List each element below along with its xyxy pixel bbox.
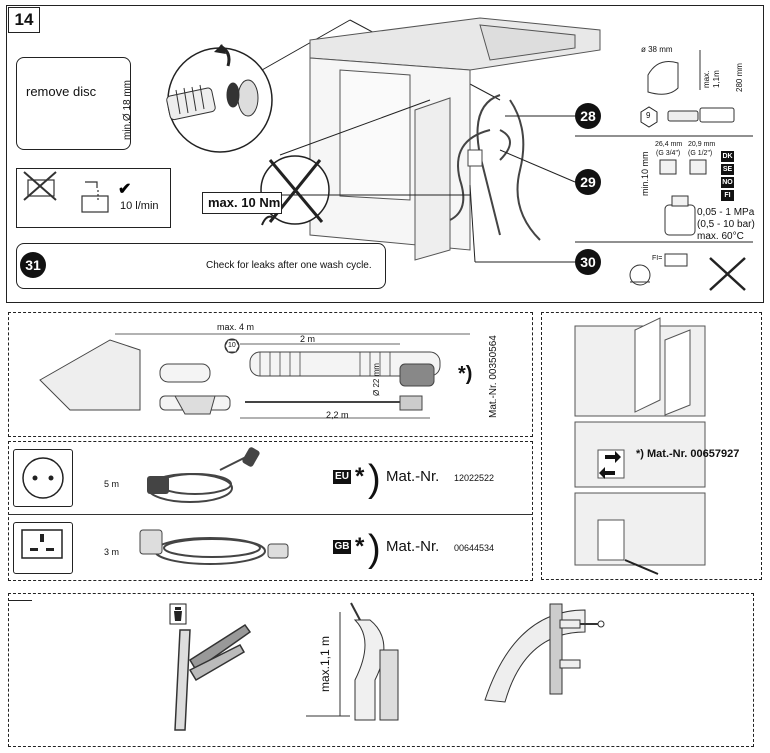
drain-routing-panel: [8, 593, 754, 747]
flow-rate-value: 10 l/min: [120, 200, 159, 212]
len-22m-label: 2,2 m: [326, 410, 349, 420]
country-no: NO: [721, 177, 734, 188]
thread-g34: (G 3/4"): [656, 150, 681, 157]
leak-check-text: Check for leaks after one wash cycle.: [206, 260, 372, 271]
flow-rate-box: [16, 168, 171, 228]
max-torque-label: max. 10 Nm: [208, 195, 281, 210]
installation-step-panel: [6, 5, 764, 303]
gb-socket-icon: [13, 522, 73, 574]
remove-disc-card: [16, 57, 131, 150]
thread-size-2: 20,9 mm: [688, 141, 716, 148]
max-torque-box: [202, 192, 282, 214]
fi-label: FI=: [652, 255, 663, 262]
thread-size-1: 26,4 mm: [655, 141, 683, 148]
country-se: SE: [721, 164, 734, 175]
step-30-marker: 30: [575, 249, 601, 275]
gb-mat-label: Mat.-Nr.: [386, 538, 440, 555]
hex-label: 9: [646, 111, 651, 120]
min-10mm-label: min.10 mm: [640, 151, 650, 196]
drain-max-label: max.: [702, 70, 711, 88]
country-dk: DK: [721, 151, 734, 162]
step-number: 14: [8, 7, 40, 33]
leak-check-box: [16, 243, 386, 289]
max-temperature: max. 60°C: [697, 231, 744, 242]
remove-disc-text: remove disc: [26, 84, 97, 99]
power-cable-panel: [8, 441, 533, 581]
len-2m-label: 2 m: [300, 334, 316, 344]
eu-socket-icon: [13, 449, 73, 507]
eu-mat-number: 12022522: [454, 473, 495, 483]
step-28-marker: 28: [575, 103, 601, 129]
hose-part-10: 10: [228, 342, 236, 349]
drain-280-label: 280 mm: [735, 63, 744, 92]
pressure-mpa: 0,05 - 1 MPa: [697, 207, 755, 218]
gb-paren: ): [368, 528, 381, 570]
hose-mat-nr: Mat.-Nr. 00350564: [488, 335, 499, 418]
corner-marker: [8, 600, 32, 601]
panel-mounting-panel: [541, 312, 762, 580]
eu-paren: ): [368, 458, 381, 500]
gb-cable-length: 3 m: [104, 547, 120, 557]
gb-code-badge: GB: [333, 540, 351, 554]
max-drain-height-label: max.1,1 m: [318, 635, 332, 692]
eu-mat-label: Mat.-Nr.: [386, 468, 440, 485]
panel-divider: [8, 514, 533, 515]
gb-asterisk: *: [355, 533, 365, 560]
country-fi: FI: [721, 190, 734, 201]
eu-code-badge: EU: [333, 470, 351, 484]
step-31-marker: 31: [20, 252, 46, 278]
max-4m-label: max. 4 m: [217, 322, 255, 332]
panel-mat-nr: *) Mat.-Nr. 00657927: [636, 448, 740, 460]
min-diameter-label: min.Ø 18 mm: [122, 79, 133, 140]
eu-cable-length: 5 m: [104, 479, 120, 489]
thread-g12: (G 1/2"): [688, 150, 713, 157]
drain-diameter-label: ø 38 mm: [641, 45, 673, 54]
hose-asterisk: *): [458, 363, 473, 385]
pressure-bar: (0,5 - 10 bar): [697, 219, 755, 230]
eu-asterisk: *: [355, 463, 365, 490]
hose-extension-panel: [8, 312, 533, 437]
drain-height-label: 1,1m: [712, 70, 721, 88]
gb-mat-number: 00644534: [454, 543, 495, 553]
hose-diameter-label: Ø 22 mm: [372, 363, 381, 396]
step-29-marker: 29: [575, 169, 601, 195]
